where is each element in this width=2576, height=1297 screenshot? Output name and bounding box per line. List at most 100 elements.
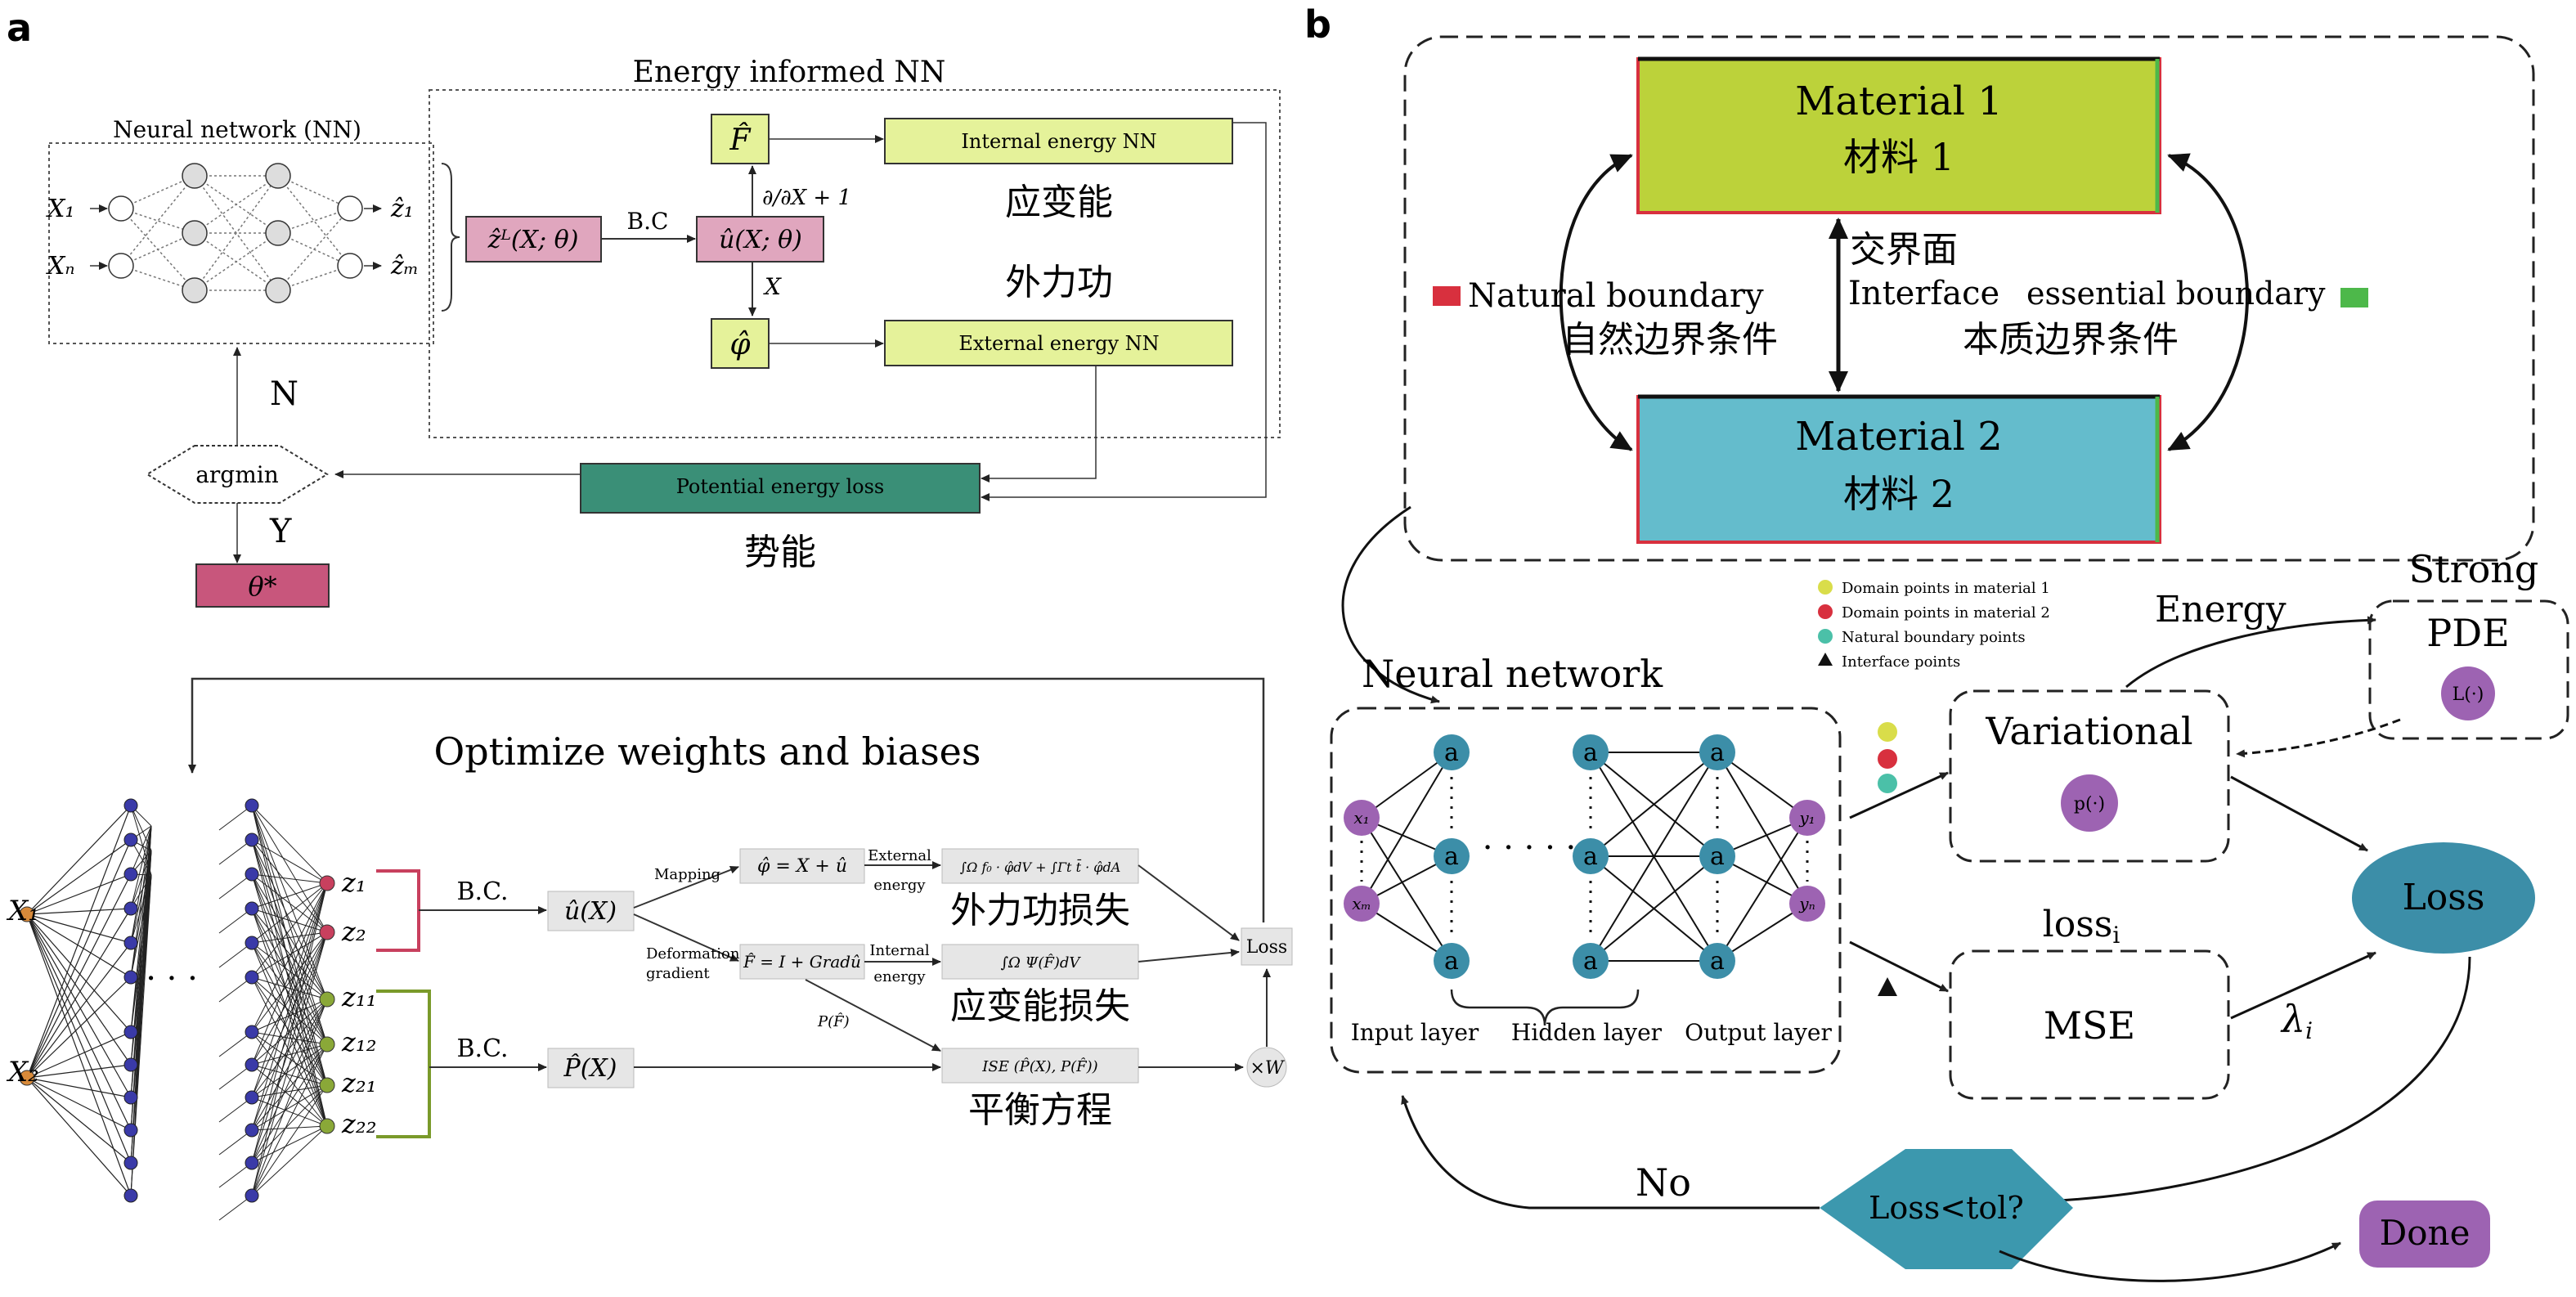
phi-hat-box (711, 318, 770, 369)
energy-label: Energy (2155, 589, 2287, 631)
grad-label: ∂/∂X + 1 (762, 186, 851, 210)
z-hat-box (465, 216, 602, 263)
nn-node-label: a (1710, 947, 1725, 976)
legend: Domain points in material 1 Domain point… (1818, 580, 2050, 671)
nn-input-n: Xₙ (46, 252, 75, 280)
ext-integral-label: ∫Ω f₀ · φ̂dV + ∫Γt t̄ · φ̂dA (960, 858, 1121, 875)
lambda-label: λi (2280, 997, 2313, 1044)
essential-swatch (2340, 288, 2368, 307)
nn-node-label: a (1710, 842, 1725, 871)
f-eq-box (739, 944, 865, 980)
nn-node-label: a (1444, 842, 1459, 871)
theta-star-box (195, 563, 330, 608)
done-label: Done (2380, 1213, 2471, 1253)
nn-node-label: a (1583, 738, 1598, 767)
input-layer-label: Input layer (1351, 1019, 1479, 1046)
external-energy-nn-label: External energy NN (958, 332, 1159, 355)
z1-label: z₁ (341, 867, 366, 898)
l-op-circle (2441, 666, 2495, 720)
u-hat-x-label: û(X) (564, 897, 617, 926)
bottom-input-2: X₂ (6, 1056, 39, 1088)
panel-b-label: b (1304, 2, 1331, 47)
external-energy-label-2: energy (873, 877, 926, 894)
legend-swatch-1 (1818, 580, 1833, 595)
potential-energy-loss-label: Potential energy loss (676, 475, 885, 498)
loss-tol-label: Loss<tol? (1869, 1190, 2024, 1226)
material-2-box (1636, 395, 2161, 544)
bracket-olive (376, 990, 431, 1138)
u-hat-label: û(X; θ) (719, 226, 802, 254)
nn-node-label: a (1444, 947, 1459, 976)
loss-box-a (1241, 927, 1293, 966)
essential-boundary-cn: 本质边界条件 (1963, 319, 2179, 361)
internal-energy-nn-box (884, 118, 1233, 164)
natural-boundary-cn: 自然边界条件 (1562, 319, 1778, 361)
legend-item-4: Interface points (1842, 653, 1960, 671)
bracket-red (376, 869, 420, 952)
legend-item-3: Natural boundary points (1842, 629, 2026, 646)
times-w-label: ×W (1250, 1058, 1285, 1079)
legend-item-1: Domain points in material 1 (1842, 580, 2050, 597)
ext-integral-box (941, 848, 1139, 884)
nn-node-label: a (1444, 738, 1459, 767)
z2-label: z₂ (341, 916, 366, 947)
lambda-text: λ (2280, 997, 2305, 1041)
bc-label: B.C (627, 208, 669, 235)
legend-swatch-3 (1818, 629, 1833, 644)
nn-input-1: X₁ (46, 195, 74, 223)
f-hat-box (711, 114, 770, 164)
legend-swatch-2 (1818, 604, 1833, 619)
nn-output-1: ẑ₁ (390, 195, 414, 223)
natural-boundary-label: Natural boundary (1468, 277, 1764, 315)
nn-title: Neural network (NN) (113, 116, 361, 143)
p-op-label: p(·) (2074, 794, 2105, 815)
network-ellipsis: · · · (146, 960, 198, 998)
material-1-label: Material 1 (1795, 79, 2003, 124)
panel-a-label: a (7, 6, 32, 50)
times-w-circle (1246, 1047, 1287, 1088)
ext-work-loss-cn: 外力功损失 (950, 890, 1130, 931)
bc-bottom-1: B.C. (456, 877, 508, 906)
essential-boundary-label: essential boundary (2026, 276, 2326, 312)
nn-input-label: x₁ (1353, 808, 1369, 828)
mse-label: MSE (2044, 1003, 2135, 1048)
f-eq-label: F̂ = I + Gradû (743, 952, 861, 972)
p-op-circle (2061, 774, 2118, 832)
mapping-label: Mapping (654, 866, 720, 883)
p-hat-x-label: P̂(X) (563, 1054, 617, 1083)
strain-energy-cn: 应变能 (1005, 182, 1113, 223)
nn-output-label: yₙ (1798, 894, 1815, 913)
loss-tol-diamond (1820, 1149, 2073, 1269)
loss-i-label: lossi (2043, 904, 2120, 949)
bc-bottom-2: B.C. (456, 1034, 508, 1063)
natural-arrow (1559, 154, 1633, 451)
material-frame (1403, 35, 2535, 562)
loss-label-a: Loss (1246, 937, 1287, 958)
z22-label: z₂₂ (341, 1108, 377, 1139)
phi-eq-label: φ̂ = X + û (757, 856, 847, 877)
nn-node-label: a (1583, 842, 1598, 871)
z11-label: z₁₁ (341, 981, 377, 1012)
pde-box (2368, 599, 2569, 740)
int-integral-box (941, 944, 1139, 980)
external-energy-nn-box (884, 320, 1233, 366)
y-label: Y (269, 513, 292, 550)
interface-cn: 交界面 (1850, 229, 1958, 271)
interface-label: Interface (1848, 275, 1999, 312)
nn-diagram (90, 163, 382, 303)
u-hat-x-box (547, 891, 635, 931)
ise-label: ISE (P̂(X), P(F̂)) (981, 1057, 1097, 1075)
no-label: No (1636, 1160, 1691, 1205)
hidden-layer-label: Hidden layer (1511, 1019, 1663, 1046)
panel-a: a Energy informed NN Neural network (NN) (6, 6, 1293, 1221)
done-box (2359, 1201, 2490, 1268)
potential-cn: 势能 (744, 532, 816, 573)
legend-item-2: Domain points in material 2 (1842, 604, 2050, 622)
nn-output-m: ẑₘ (390, 252, 419, 280)
material-2-label: Material 2 (1795, 414, 2003, 460)
bottom-input-1: X₁ (6, 895, 39, 927)
energy-informed-box (429, 89, 1281, 438)
argmin-diamond (146, 445, 329, 504)
